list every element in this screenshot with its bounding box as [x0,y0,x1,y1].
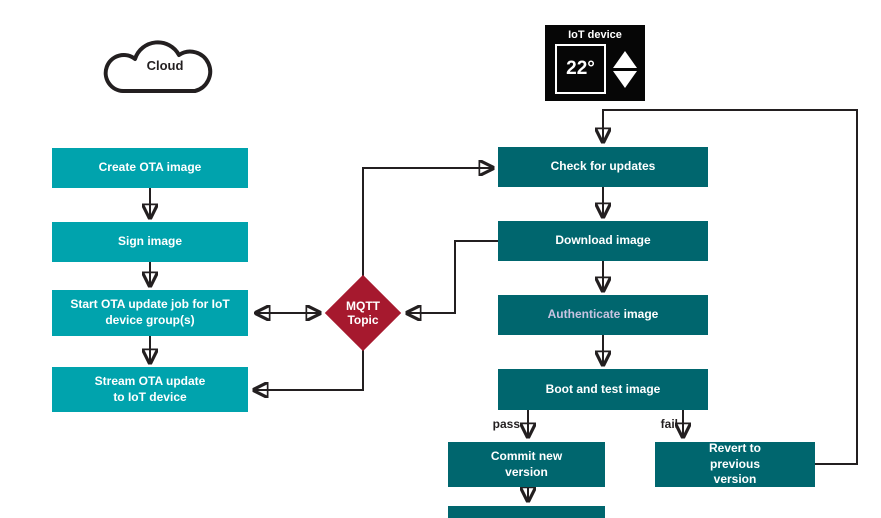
arrow-download-to-mqtt [407,240,498,313]
mqtt-label-line1: MQTT [346,299,380,313]
flow-step-check-for-updates: Check for updates [498,147,708,187]
flow-step-label: Boot and test image [545,381,661,396]
mqtt-topic-label: MQTT Topic [323,299,403,328]
up-arrow-icon [613,50,637,68]
flow-step-boot-and-test-image: Boot and test image [498,369,708,410]
flow-step-label: Download image [555,233,651,248]
temperature-display: 22° [555,44,606,94]
arrow-mqtt-to-stream [254,345,364,390]
flow-step-create-ota-image: Create OTA image [52,148,248,188]
cloud-outline [103,40,213,93]
flow-step-label: Create OTA image [98,160,202,175]
flow-step-label: Authenticate image [548,307,659,323]
flow-step-label: Check for updates [550,159,656,174]
flow-step-start-ota-update-job: Start OTA update job for IoT device grou… [52,290,248,336]
arrow-revert-feedback-to-check [603,109,858,465]
fail-branch-label: fail [660,417,678,431]
flow-step-label: Sign image [117,234,182,249]
temperature-value: 22° [566,58,595,79]
flow-step-label: Stream OTA update to IoT device [94,373,206,404]
flow-step-label: Start OTA update job for IoT device grou… [70,297,230,327]
authenticate-rest-word: image [620,307,659,322]
down-arrow-icon [613,70,637,88]
iot-device-label: IoT device [568,29,622,41]
flow-step-commit-new-version: Commit new version [448,442,605,487]
iot-device-display-row: 22° [545,41,645,101]
mqtt-label-line2: Topic [347,313,379,328]
thermostat-controls [613,44,637,94]
flow-step-sign-image: Sign image [52,222,248,262]
authenticate-accent-word: Authenticate [547,307,621,322]
flow-step-partial-bottom [448,506,605,518]
pass-branch-label: pass [492,417,520,431]
flow-step-authenticate-image: Authenticate image [498,295,708,335]
flow-step-download-image: Download image [498,221,708,261]
flow-step-label: Revert to previous version [708,441,761,487]
cloud-icon [103,40,213,93]
cloud-label: Cloud [146,58,184,73]
flow-step-stream-ota-update: Stream OTA update to IoT device [52,367,248,412]
flow-step-revert-previous-version: Revert to previous version [655,441,815,487]
iot-device-icon: IoT device 22° [545,25,645,101]
arrow-mqtt-to-check [362,168,493,282]
flow-step-label: Commit new version [490,448,563,479]
